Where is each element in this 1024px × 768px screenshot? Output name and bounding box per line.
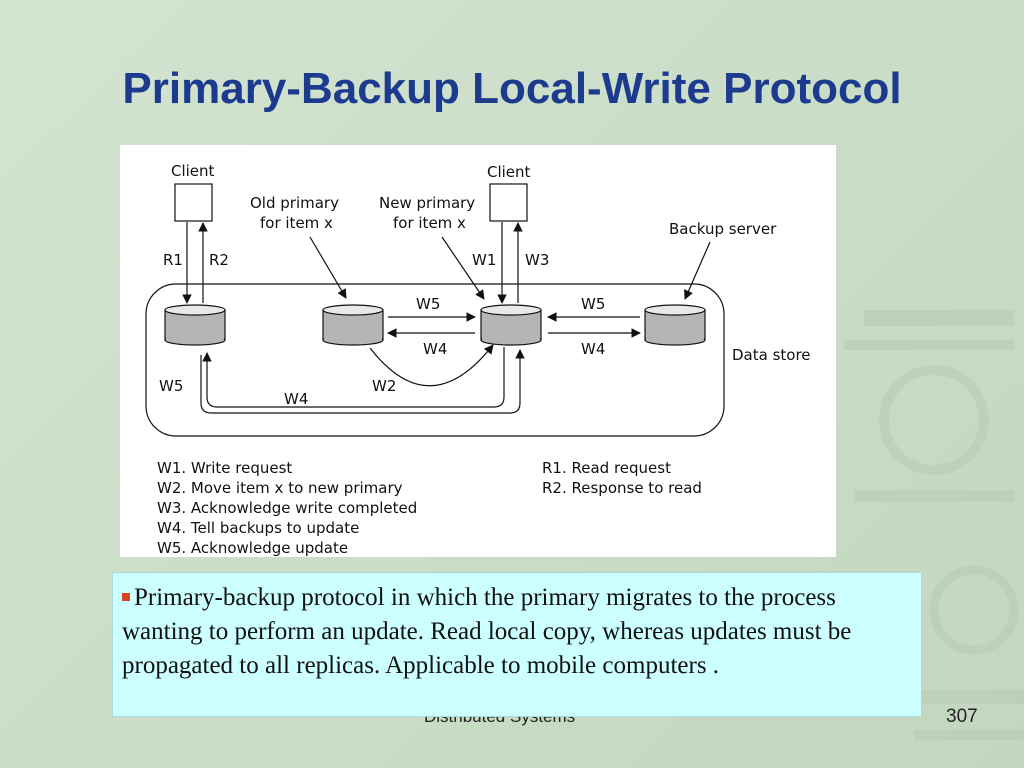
label-w2: W2 — [372, 377, 396, 395]
label-new-primary-1: New primary — [379, 194, 475, 212]
label-w4-middle: W4 — [423, 340, 447, 358]
legend-w2: W2. Move item x to new primary — [157, 479, 403, 497]
arrow-w5-loop — [200, 349, 525, 414]
legend-w1: W1. Write request — [157, 459, 292, 477]
client-left-box — [174, 183, 213, 222]
legend-w5: W5. Acknowledge update — [157, 539, 348, 557]
caption-box: Primary-backup protocol in which the pri… — [112, 572, 922, 717]
caption-text: Primary-backup protocol in which the pri… — [122, 584, 852, 679]
label-new-primary-2: for item x — [393, 214, 466, 232]
disk-backup-icon — [644, 304, 706, 346]
slide-title: Primary-Backup Local-Write Protocol — [122, 64, 902, 113]
legend-r2: R2. Response to read — [542, 479, 702, 497]
legend-r1: R1. Read request — [542, 459, 671, 477]
label-w1: W1 — [472, 251, 496, 269]
label-w4-right: W4 — [581, 340, 605, 358]
label-backup-server: Backup server — [669, 220, 777, 238]
client-right-box — [489, 183, 528, 222]
protocol-diagram: Client Client Old primary for item x New… — [120, 145, 836, 557]
label-w4-bottom: W4 — [284, 390, 308, 408]
label-r1: R1 — [163, 251, 183, 269]
label-w3: W3 — [525, 251, 549, 269]
label-client-left: Client — [171, 162, 215, 180]
pointer-old-primary — [309, 236, 347, 299]
disk-left-icon — [164, 304, 226, 346]
legend-w4: W4. Tell backups to update — [157, 519, 359, 537]
bullet-icon — [122, 593, 130, 601]
label-w5-middle: W5 — [416, 295, 440, 313]
diagram-canvas: Client Client Old primary for item x New… — [145, 162, 811, 557]
legend-w3: W3. Acknowledge write completed — [157, 499, 417, 517]
pointer-new-primary — [441, 236, 485, 300]
disk-old-primary-icon — [322, 304, 384, 346]
label-client-right: Client — [487, 163, 531, 181]
label-r2: R2 — [209, 251, 229, 269]
label-old-primary-1: Old primary — [250, 194, 339, 212]
label-data-store: Data store — [732, 346, 811, 364]
arrow-w2 — [369, 344, 494, 387]
page-number: 307 — [946, 706, 978, 727]
label-w5-left: W5 — [159, 377, 183, 395]
legend-writes: W1. Write request W2. Move item x to new… — [157, 459, 417, 557]
pointer-backup — [684, 241, 711, 300]
data-store-boundary — [145, 283, 725, 437]
label-old-primary-2: for item x — [260, 214, 333, 232]
legend-reads: R1. Read request R2. Response to read — [542, 459, 702, 497]
disk-new-primary-icon — [480, 304, 542, 346]
arrow-w4-loop — [202, 347, 505, 408]
label-w5-right: W5 — [581, 295, 605, 313]
